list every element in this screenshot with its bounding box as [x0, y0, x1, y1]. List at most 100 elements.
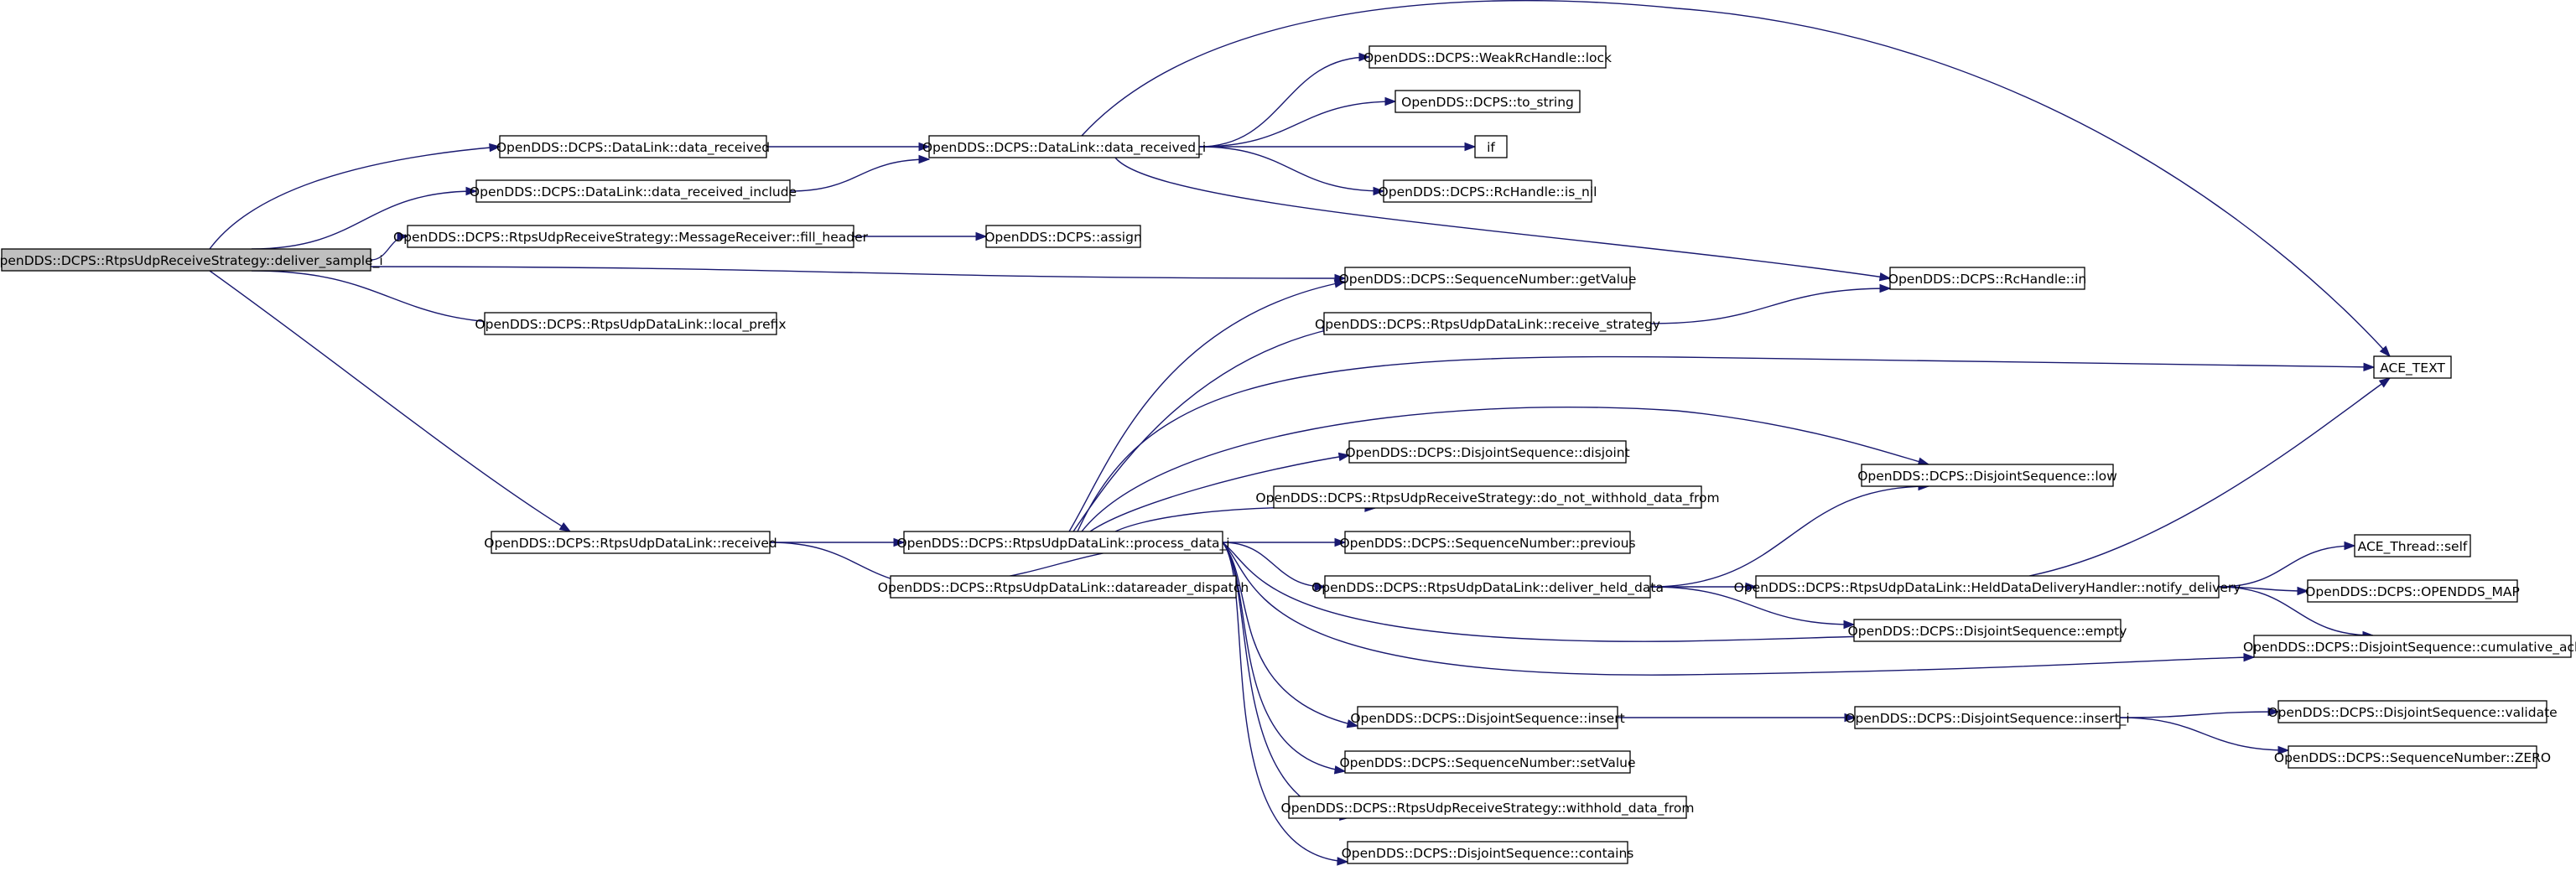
edge-line	[1114, 157, 1891, 279]
node-box[interactable]	[890, 575, 1237, 599]
function-node[interactable]: OpenDDS::DCPS::DisjointSequence::insert_…	[1845, 706, 2130, 729]
arrowhead-icon	[558, 521, 572, 532]
function-node[interactable]: OpenDDS::DCPS::assign	[984, 225, 1142, 248]
function-node[interactable]: OpenDDS::DCPS::DataLink::data_received_i…	[470, 179, 797, 203]
function-node[interactable]: OpenDDS::DCPS::RtpsUdpDataLink::dataread…	[878, 575, 1249, 599]
function-node[interactable]: OpenDDS::DCPS::RtpsUdpDataLink::process_…	[896, 531, 1230, 554]
function-node[interactable]: OpenDDS::DCPS::DisjointSequence::insert	[1350, 706, 1625, 729]
node-box[interactable]	[1344, 267, 1631, 290]
call-edge	[1222, 542, 2256, 676]
node-box[interactable]	[475, 179, 791, 203]
edge-line	[2028, 377, 2391, 577]
node-box[interactable]	[2253, 635, 2572, 658]
node-label: OpenDDS::DCPS::RtpsUdpDataLink::received	[484, 536, 776, 551]
function-node[interactable]: OpenDDS::DCPS::SequenceNumber::previous	[1339, 531, 1636, 554]
edge-line	[1222, 542, 1348, 863]
function-node[interactable]: OpenDDS::DCPS::RtpsUdpDataLink::receive_…	[1315, 312, 1660, 335]
function-node[interactable]: OpenDDS::DCPS::RcHandle::is_nil	[1379, 179, 1597, 203]
node-box[interactable]	[1344, 750, 1631, 774]
arrowhead-icon	[893, 537, 906, 547]
node-box[interactable]	[1854, 706, 2121, 729]
node-box[interactable]	[484, 312, 777, 335]
call-edge	[1198, 52, 1371, 148]
node-box[interactable]	[903, 531, 1223, 554]
edge-line	[1198, 56, 1370, 148]
function-node[interactable]: OpenDDS::DCPS::RtpsUdpDataLink::received	[484, 531, 777, 554]
function-node[interactable]: OpenDDS::DCPS::SequenceNumber::getValue	[1339, 267, 1637, 290]
function-node[interactable]: OpenDDS::DCPS::DisjointSequence::cumulat…	[2243, 635, 2576, 658]
function-node[interactable]: OpenDDS::DCPS::RtpsUdpDataLink::deliver_…	[1311, 575, 1664, 599]
node-box[interactable]	[1357, 706, 1618, 729]
arrowhead-icon	[918, 154, 931, 164]
function-node[interactable]: OpenDDS::DCPS::SequenceNumber::setValue	[1339, 750, 1636, 774]
node-box[interactable]	[1348, 440, 1627, 464]
function-node[interactable]: ACE_TEXT	[2373, 355, 2452, 379]
function-node[interactable]: OpenDDS::DCPS::to_string	[1394, 90, 1581, 113]
node-box[interactable]	[1861, 464, 2114, 487]
node-box[interactable]	[1, 248, 371, 272]
node-box[interactable]	[2277, 700, 2547, 723]
arrowhead-icon	[2363, 362, 2376, 372]
function-node[interactable]: OpenDDS::DCPS::DataLink::data_received	[496, 135, 770, 158]
node-label: OpenDDS::DCPS::DisjointSequence::cumulat…	[2243, 640, 2576, 656]
arrowhead-icon	[1878, 272, 1892, 282]
function-node[interactable]: OpenDDS::DCPS::RtpsUdpDataLink::HeldData…	[1734, 575, 2241, 599]
function-node[interactable]: OpenDDS::DCPS::DisjointSequence::validat…	[2267, 700, 2558, 723]
node-box[interactable]	[407, 225, 854, 248]
node-box[interactable]	[1394, 90, 1581, 113]
edge-line	[1222, 542, 1358, 727]
node-box[interactable]	[2307, 579, 2518, 603]
call-edge	[1068, 279, 1347, 532]
call-edge	[209, 143, 501, 250]
root-function-node[interactable]: OpenDDS::DCPS::RtpsUdpReceiveStrategy::d…	[0, 248, 383, 272]
node-label: OpenDDS::DCPS::SequenceNumber::ZERO	[2274, 750, 2551, 765]
node-box[interactable]	[1347, 841, 1628, 864]
node-box[interactable]	[499, 135, 767, 158]
node-label: ACE_TEXT	[2380, 360, 2445, 376]
edge-line	[1068, 281, 1346, 532]
node-box[interactable]	[1383, 179, 1592, 203]
call-edge	[1222, 542, 1359, 728]
node-box[interactable]	[1273, 485, 1702, 509]
node-box[interactable]	[2288, 745, 2537, 769]
node-box[interactable]	[1474, 135, 1508, 158]
node-box[interactable]	[2354, 534, 2471, 557]
node-box[interactable]	[1889, 267, 2085, 290]
function-node[interactable]: OpenDDS::DCPS::DataLink::data_received_i	[922, 135, 1206, 158]
edge-line	[1114, 506, 1376, 532]
node-box[interactable]	[1755, 575, 2220, 599]
node-box[interactable]	[2373, 355, 2452, 379]
function-node[interactable]: OpenDDS::DCPS::DisjointSequence::disjoin…	[1345, 440, 1630, 464]
node-box[interactable]	[1368, 45, 1607, 69]
node-box[interactable]	[1344, 531, 1631, 554]
function-node[interactable]: OpenDDS::DCPS::DisjointSequence::contain…	[1342, 841, 1634, 864]
function-node[interactable]: OpenDDS::DCPS::RtpsUdpReceiveStrategy::w…	[1281, 796, 1695, 819]
node-label: OpenDDS::DCPS::OPENDDS_MAP	[2305, 584, 2520, 600]
function-node[interactable]: OpenDDS::DCPS::DisjointSequence::low	[1857, 464, 2117, 487]
function-node[interactable]: OpenDDS::DCPS::RtpsUdpReceiveStrategy::M…	[393, 225, 869, 248]
arrowhead-icon	[489, 143, 501, 153]
function-node[interactable]: OpenDDS::DCPS::DisjointSequence::empty	[1848, 619, 2127, 642]
call-edge	[1081, 0, 2391, 358]
node-box[interactable]	[491, 531, 771, 554]
node-box[interactable]	[1288, 796, 1687, 819]
function-node[interactable]: OpenDDS::DCPS::RtpsUdpDataLink::local_pr…	[475, 312, 787, 335]
node-box[interactable]	[1853, 619, 2122, 642]
node-box[interactable]	[1324, 575, 1651, 599]
arrowhead-icon	[1464, 142, 1477, 152]
function-node[interactable]: OpenDDS::DCPS::OPENDDS_MAP	[2305, 579, 2520, 603]
function-node[interactable]: ACE_Thread::self	[2354, 534, 2471, 557]
node-box[interactable]	[985, 225, 1141, 248]
arrowhead-icon	[1314, 582, 1327, 592]
function-node[interactable]: OpenDDS::DCPS::RcHandle::in	[1888, 267, 2086, 290]
arrowhead-icon	[2379, 345, 2391, 358]
call-edge	[370, 231, 409, 261]
edge-line	[789, 158, 930, 192]
function-node[interactable]: if	[1474, 135, 1508, 158]
function-node[interactable]: OpenDDS::DCPS::RtpsUdpReceiveStrategy::d…	[1255, 485, 1720, 509]
node-box[interactable]	[1323, 312, 1652, 335]
node-box[interactable]	[928, 135, 1200, 158]
node-label: OpenDDS::DCPS::DisjointSequence::insert	[1350, 711, 1624, 726]
function-node[interactable]: OpenDDS::DCPS::SequenceNumber::ZERO	[2274, 745, 2551, 769]
function-node[interactable]: OpenDDS::DCPS::WeakRcHandle::lock	[1363, 45, 1612, 69]
